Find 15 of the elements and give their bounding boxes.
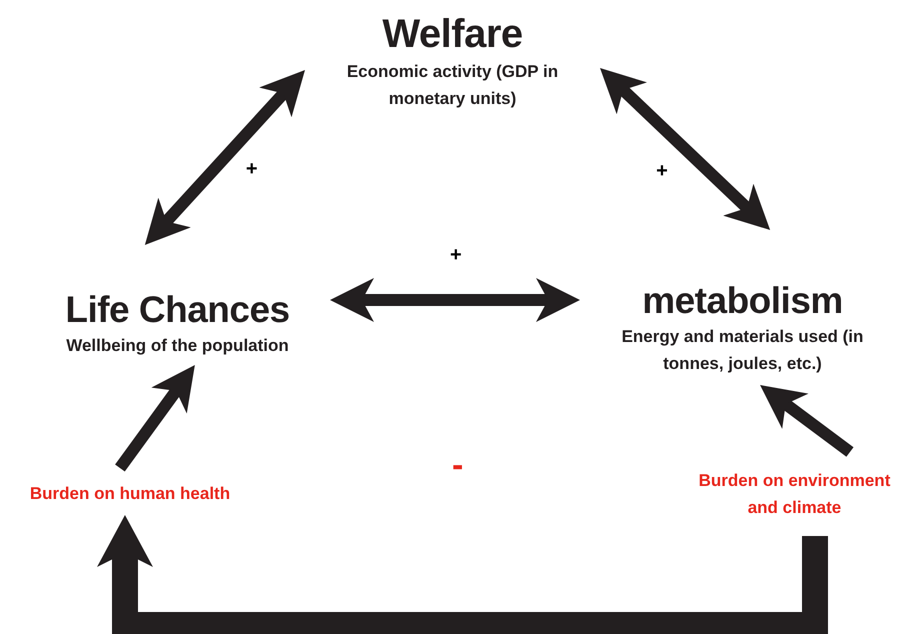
arrow	[760, 385, 854, 457]
burden-label: Burden on environment and climate	[698, 470, 892, 519]
node-subtitle: Economic activity (GDP in monetary units)	[346, 61, 560, 110]
node-title: Life Chances	[65, 288, 290, 332]
arrow	[144, 70, 305, 245]
node-subtitle: Energy and materials used (in tonnes, joules, etc.)	[620, 326, 864, 375]
node-subtitle: Wellbeing of the population	[66, 335, 289, 357]
arrow	[330, 278, 580, 322]
node-title: Welfare	[382, 11, 523, 58]
minus-sign: -	[452, 450, 464, 480]
node-title: metabolism	[642, 279, 843, 323]
arrow	[96, 515, 828, 634]
burden-label: Burden on human health	[30, 483, 230, 505]
arrow	[600, 68, 770, 230]
arrow	[115, 365, 195, 472]
